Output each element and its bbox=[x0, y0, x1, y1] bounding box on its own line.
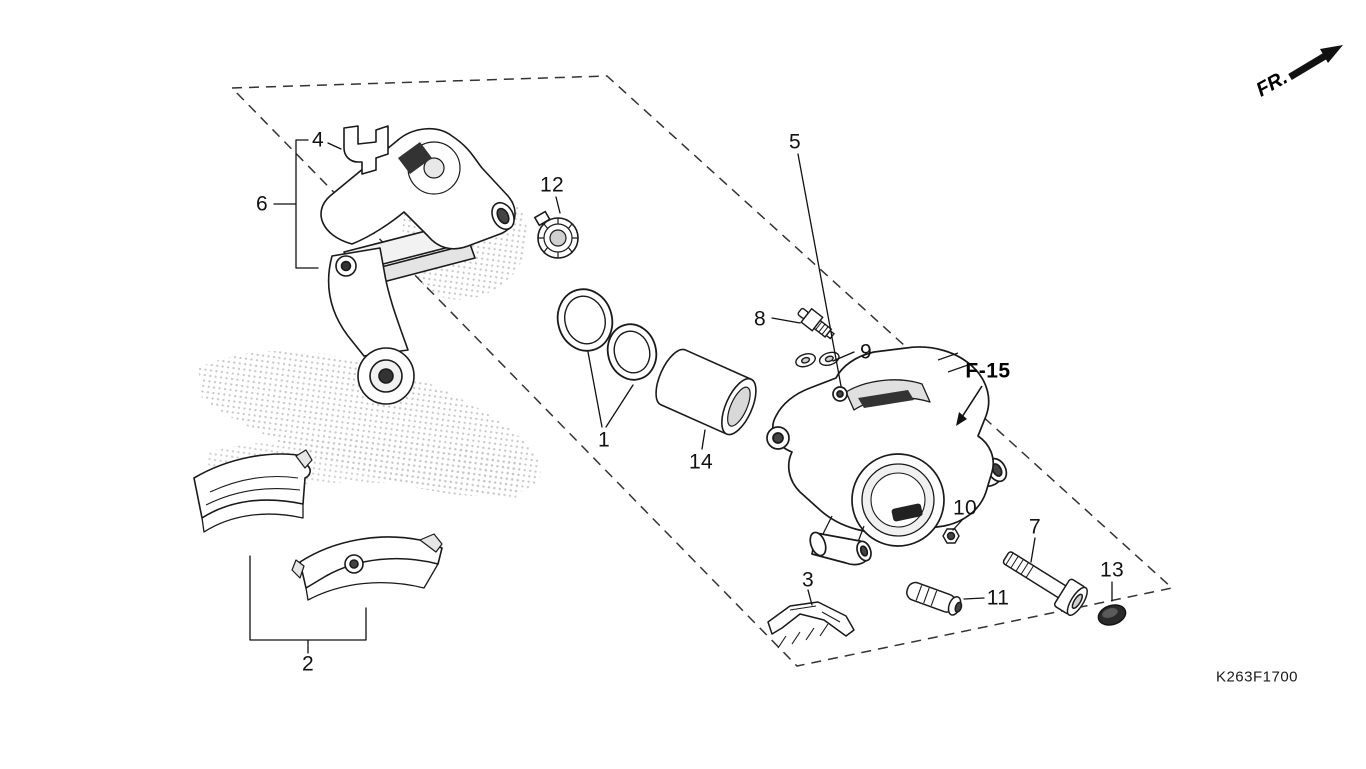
part-11-pin-bolt-b bbox=[906, 581, 963, 616]
part-5-brake-caliper bbox=[766, 346, 1008, 566]
part-4-pad-retainer bbox=[343, 125, 389, 175]
diagram-frame bbox=[230, 75, 1174, 667]
callout-10[interactable]: 10 bbox=[953, 496, 977, 520]
part-13-cap bbox=[1097, 604, 1127, 626]
callout-4[interactable]: 4 bbox=[312, 128, 324, 152]
callout-13[interactable]: 13 bbox=[1100, 558, 1124, 582]
callout-5[interactable]: 5 bbox=[789, 130, 801, 154]
callout-2[interactable]: 2 bbox=[302, 652, 314, 676]
part-12-boot bbox=[533, 210, 579, 259]
part-6-caliper-bracket bbox=[320, 128, 516, 405]
reference-f15[interactable]: F-15 bbox=[965, 359, 1011, 383]
part-14-piston bbox=[655, 348, 757, 436]
callout-3[interactable]: 3 bbox=[802, 568, 814, 592]
callout-6[interactable]: 6 bbox=[256, 192, 268, 216]
part-8-bleeder-screw bbox=[797, 307, 835, 340]
part-7-pin-bolt bbox=[1002, 551, 1088, 617]
part-1-seal-set bbox=[556, 288, 658, 381]
callout-9[interactable]: 9 bbox=[860, 340, 872, 364]
callout-1[interactable]: 1 bbox=[598, 428, 610, 452]
fr-direction-arrow bbox=[1288, 45, 1343, 81]
callout-12[interactable]: 12 bbox=[540, 173, 564, 197]
callout-14[interactable]: 14 bbox=[689, 450, 713, 474]
part-2-brake-pads bbox=[193, 449, 443, 601]
callout-7[interactable]: 7 bbox=[1029, 515, 1041, 539]
leader-lines bbox=[249, 139, 1113, 654]
part-9-washers bbox=[795, 351, 840, 368]
callout-8[interactable]: 8 bbox=[754, 307, 766, 331]
part-10-washer bbox=[942, 528, 960, 544]
reference-arrow bbox=[956, 385, 983, 426]
callout-11[interactable]: 11 bbox=[986, 586, 1010, 610]
diagram-code: K263F1700 bbox=[1215, 668, 1299, 686]
part-3-pad-spring bbox=[767, 601, 855, 649]
